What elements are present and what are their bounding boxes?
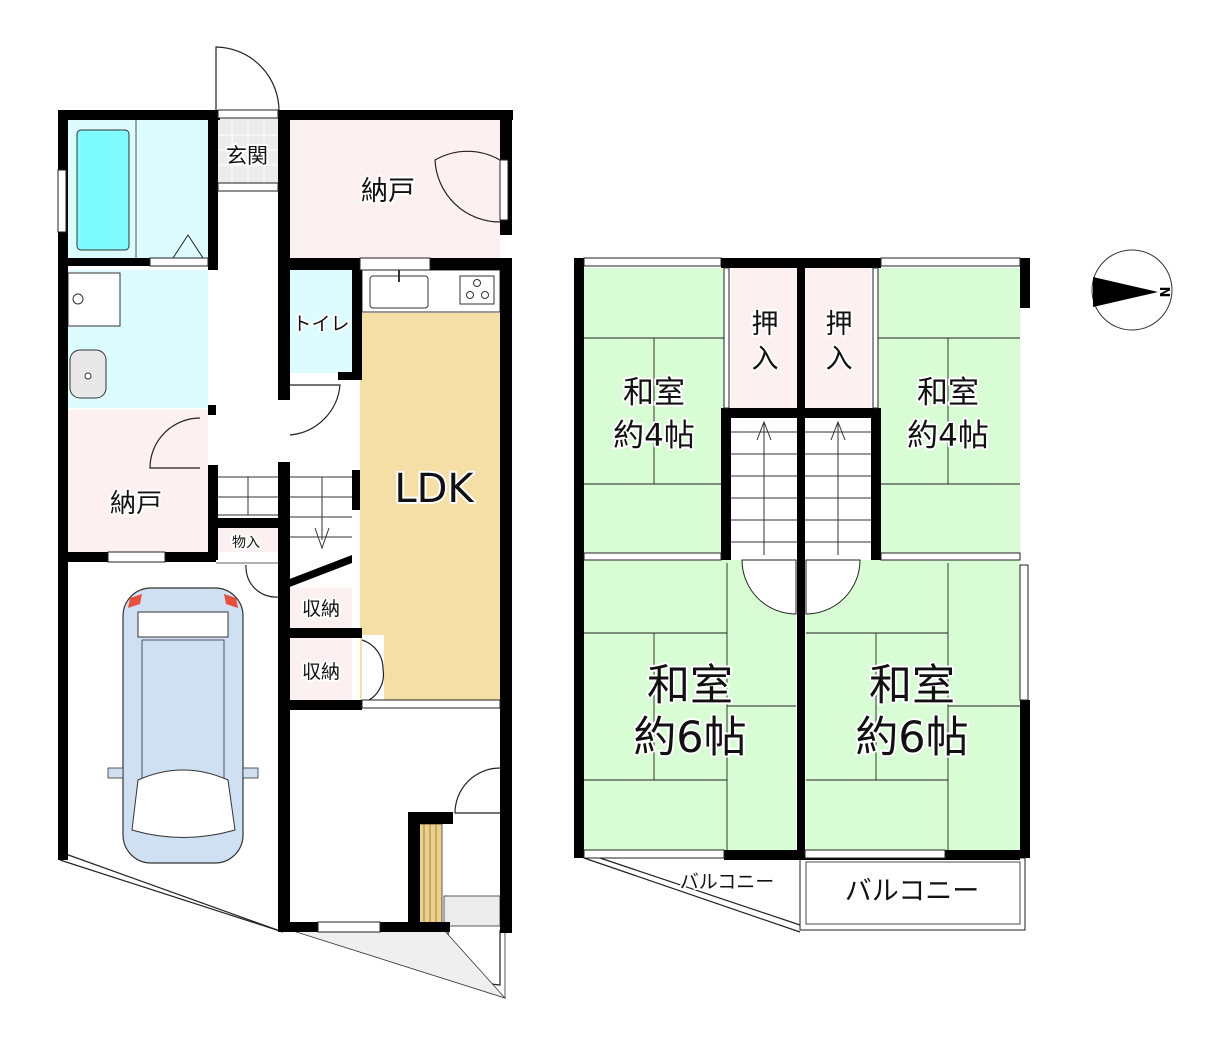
label-ldk: LDK: [394, 466, 475, 512]
label-toilet: トイレ: [292, 313, 349, 335]
walls-floor1: [58, 110, 513, 933]
closet-small: [216, 528, 278, 552]
label-washitsu-tr-2: 約4帖: [907, 418, 989, 454]
label-washitsu-tl-1: 和室: [623, 375, 685, 411]
label-balcony-right: バルコニー: [845, 876, 979, 907]
label-entrance: 玄関: [226, 144, 268, 168]
compass: N: [1091, 249, 1173, 331]
label-oshiire-r-2: 入: [826, 344, 853, 375]
label-washitsu-bl-2: 約6帖: [633, 713, 746, 763]
label-storage-left: 納戸: [110, 489, 162, 519]
label-closet-small: 物入: [232, 535, 260, 551]
label-washitsu-br-1: 和室: [869, 661, 955, 711]
car: [107, 587, 259, 864]
label-washitsu-tr-1: 和室: [917, 375, 979, 411]
compass-needle-icon: [1093, 277, 1158, 307]
washitsu-br: [806, 560, 1020, 850]
floor-2: 和室 約4帖 押 入 押 入 和室 約4帖 和室 約6帖 和室 約6帖 バルコニ…: [574, 257, 1030, 933]
bathtub: [76, 129, 130, 251]
washitsu-tr: [878, 268, 1020, 558]
storage-top: [290, 120, 500, 258]
storage-left: [68, 410, 208, 552]
stairs-floor1: [216, 476, 352, 550]
label-oshiire-l-2: 入: [752, 344, 779, 375]
label-washitsu-br-2: 約6帖: [855, 713, 968, 763]
oshiire-l: [731, 268, 797, 408]
label-washitsu-tl-2: 約4帖: [613, 418, 695, 454]
label-washitsu-bl-1: 和室: [647, 661, 733, 711]
porch-tiles: [289, 929, 507, 999]
label-oshiire-l-1: 押: [752, 309, 779, 340]
stairs-floor2: [731, 420, 871, 555]
compass-label: N: [1156, 287, 1171, 298]
oshiire-r: [805, 268, 871, 408]
label-oshiire-r-1: 押: [826, 309, 853, 340]
storage-a: [290, 588, 352, 628]
label-storage-top: 納戸: [361, 176, 415, 207]
washitsu-bl: [584, 560, 796, 850]
label-balcony-left: バルコニー: [680, 871, 775, 893]
floor-1: 玄関 納戸 トイレ LDK 納戸 物入 収納 収納: [57, 46, 513, 999]
label-storage-b: 収納: [302, 661, 340, 683]
toilet: [290, 270, 352, 373]
storage-b: [290, 638, 352, 700]
label-storage-a: 収納: [302, 598, 340, 620]
